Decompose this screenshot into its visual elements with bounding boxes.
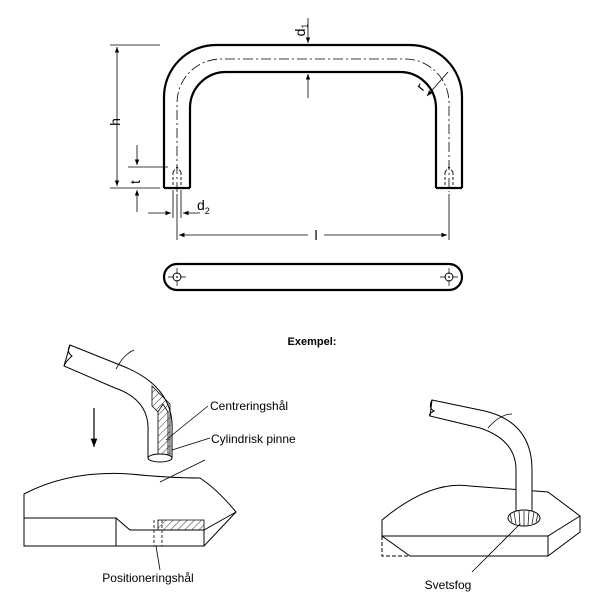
dim-label-d2: d2 [197,197,210,216]
dim-label-t: t [127,180,143,184]
welded-tube-seam [487,413,513,429]
positioning-hole [153,520,163,546]
dimension-lines [110,18,450,240]
plate-cut-hatch [157,519,205,531]
tube-bend-seam [115,349,135,370]
bottom-view-outline [162,262,464,292]
welded-base-plate [381,484,581,557]
label-cylindrical-pin: Cylindrisk pinne [211,432,296,446]
handle-outer-contour [162,43,464,188]
dim-label-l: l [314,227,317,243]
example-assembly-before [23,344,237,547]
label-weld-joint: Svetsfog [425,578,472,592]
dim-label-d2-main: d [197,197,205,213]
left-blind-hole [172,166,182,188]
label-positioning-hole: Positioneringshål [102,571,193,585]
dim-label-d2-sub: 2 [205,206,210,216]
dim-label-d1-main: d [292,29,308,37]
handle-inner-contour [188,70,438,188]
handle-bottom-view [162,262,464,292]
label-centering-hole: Centreringshål [210,399,288,413]
dim-label-d1-sub: 1 [300,24,310,29]
right-blind-hole [444,166,454,188]
dim-label-h: h [107,118,123,126]
handle-front-view [162,43,464,192]
handle-centerline [176,58,450,192]
example-assembly-welded [381,399,581,573]
dim-label-d1: d1 [292,24,310,37]
example-heading: Exempel: [288,336,337,348]
